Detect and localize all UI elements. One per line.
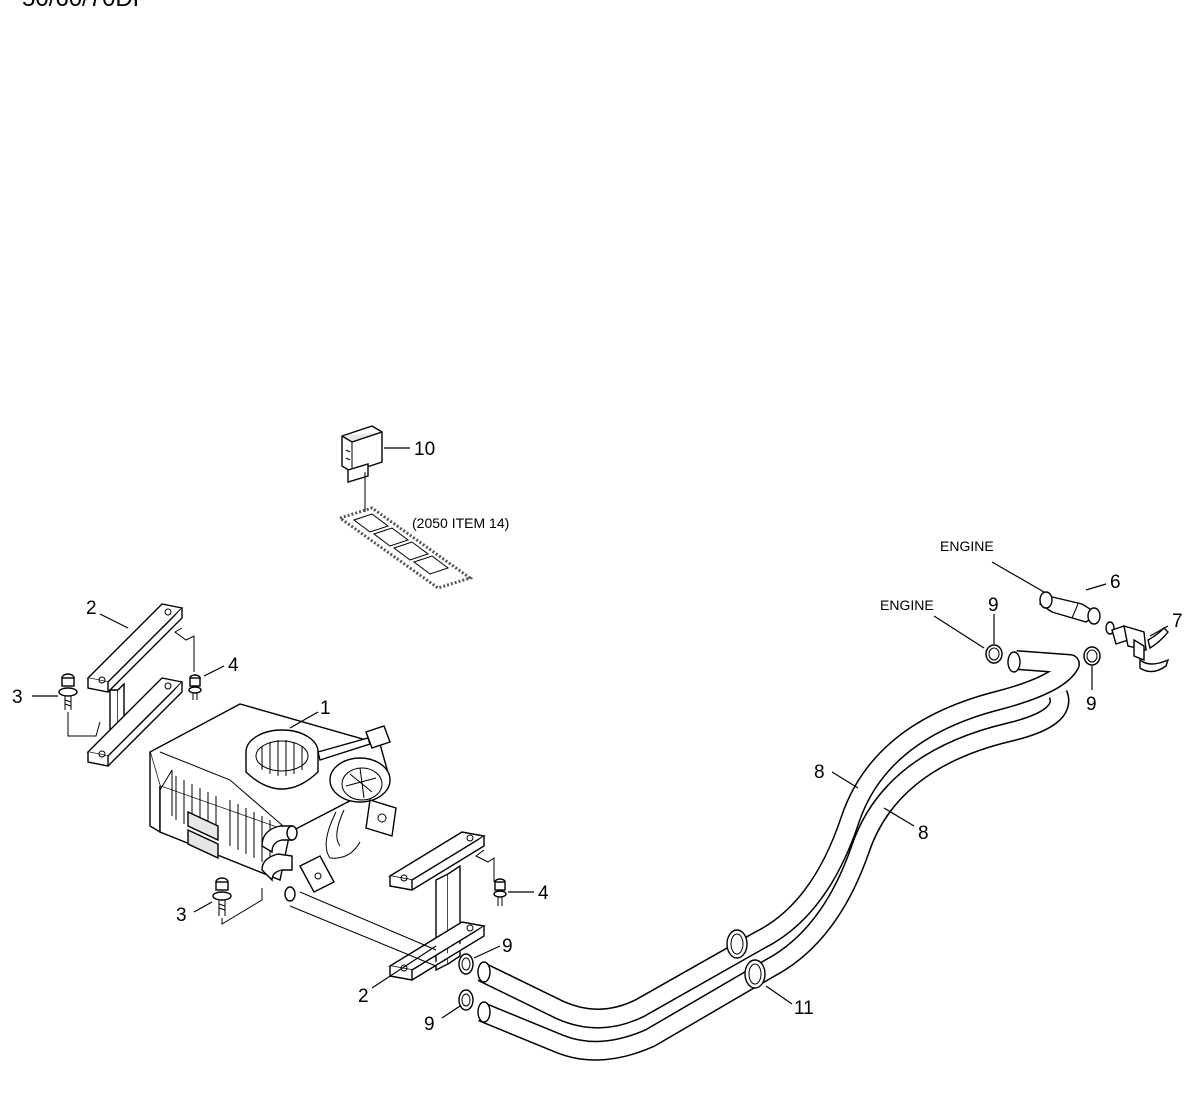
clamp-heater-lower bbox=[458, 989, 474, 1011]
callout-hose-lower: 8 bbox=[918, 823, 929, 844]
callout-bolt-left-upper: 3 bbox=[12, 687, 23, 708]
hose-pair bbox=[477, 650, 1080, 1061]
bolt-left-lower bbox=[212, 877, 232, 916]
clamp-tap bbox=[1083, 646, 1101, 666]
valve bbox=[1038, 591, 1101, 625]
callout-heater-unit: 1 bbox=[320, 698, 331, 719]
bolt-right-upper bbox=[188, 674, 202, 700]
callout-bracket-upper: 2 bbox=[86, 598, 97, 619]
hose-clip bbox=[726, 929, 766, 989]
callout-clamp-heater-lower: 9 bbox=[424, 1014, 435, 1035]
engine-label-left: ENGINE bbox=[880, 597, 934, 613]
callout-clamp-engine: 9 bbox=[988, 595, 999, 616]
rocker-switch bbox=[341, 425, 383, 512]
bolt-left-upper bbox=[58, 673, 78, 710]
callout-bolt-right-lower: 4 bbox=[538, 883, 549, 904]
bolt-right-lower bbox=[493, 878, 507, 906]
callout-clamp-tap: 9 bbox=[1086, 694, 1097, 715]
bracket-upper bbox=[86, 603, 184, 767]
callout-hose-clip: 11 bbox=[794, 998, 814, 1019]
callout-clamp-heater-upper: 9 bbox=[502, 936, 513, 957]
engine-label-right: ENGINE bbox=[940, 538, 994, 554]
callout-valve: 6 bbox=[1110, 572, 1121, 593]
callout-bracket-lower: 2 bbox=[358, 986, 369, 1007]
bracket-lower bbox=[289, 831, 486, 981]
callout-bolt-left-lower: 3 bbox=[176, 905, 187, 926]
switch-reference-note: (2050 ITEM 14) bbox=[412, 515, 509, 531]
clamp-heater-upper bbox=[458, 953, 474, 975]
switch-panel-outline bbox=[336, 506, 474, 590]
callout-bolt-right-upper: 4 bbox=[228, 655, 239, 676]
clamp-engine bbox=[985, 644, 1003, 664]
callout-tap-fitting: 7 bbox=[1172, 611, 1183, 632]
heater-unit bbox=[149, 703, 397, 902]
callout-hose-upper: 8 bbox=[814, 762, 825, 783]
callout-switch: 10 bbox=[414, 439, 435, 460]
tap-fitting bbox=[1105, 621, 1170, 673]
page-title: 50/60/70DF bbox=[22, 0, 147, 12]
